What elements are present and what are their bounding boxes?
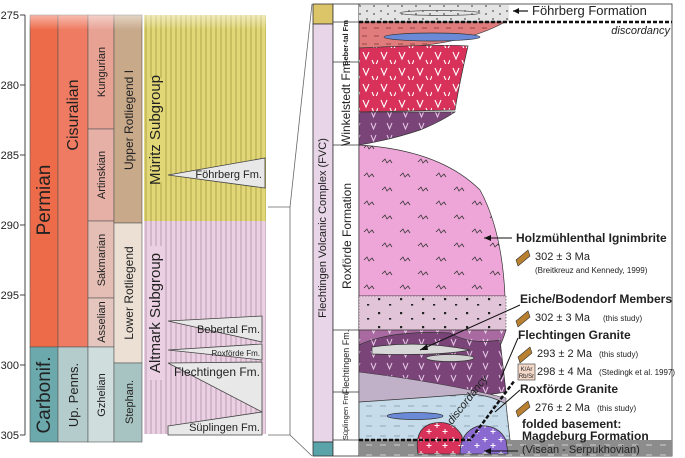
flechtingen-age2: 298 ± 4 Ma	[537, 366, 593, 378]
flechtingen-ref2: (Stedingk et al. 1997)	[599, 368, 675, 377]
subgroup-muritz: Müritz Subgroup	[147, 75, 164, 185]
series-column: Cisuralian Up. Penns.	[57, 14, 89, 443]
basement-line3: (Visean - Serpukhovian)	[522, 444, 640, 456]
subgroup-altmark: Altmark Subgroup	[147, 253, 164, 373]
right-flechtingen-fm: Flechtingen Fm.	[341, 330, 351, 395]
sample-icon	[515, 249, 531, 267]
left-formations	[167, 157, 266, 436]
roxforde-ref: (this study)	[597, 404, 636, 413]
right-bebertal-fm: Beber-tal Fm	[341, 20, 350, 66]
discordancy-top-label: discordancy	[611, 25, 671, 37]
kar-label: K/Ar	[521, 367, 533, 373]
regional-column: Upper Rotliegend I Lower Rotliegend Step…	[113, 14, 143, 443]
fohrberg-formation-label: Föhrberg Formation	[532, 3, 647, 18]
eiche-ref: (this study)	[603, 314, 642, 323]
formation-bebertal: Bebertal Fm.	[197, 324, 260, 336]
age-label: 305	[1, 430, 19, 442]
formation-suplingen: Süplingen Fm.	[189, 422, 260, 434]
stage-sakmarian: Sakmarian	[96, 234, 108, 287]
series-up-penns: Up. Penns.	[66, 363, 81, 427]
formation-fohrberg: Föhrberg Fm.	[195, 169, 262, 181]
roxforde-granite-title: Roxförde Granite	[520, 382, 618, 396]
regional-lower-rotliegend: Lower Rotliegend	[122, 246, 136, 339]
age-label: 275	[1, 10, 19, 22]
age-label: 295	[1, 290, 19, 302]
eiche-bodendorf-title: Eiche/Bodendorf Members	[520, 292, 672, 306]
regional-upper-rotliegend: Upper Rotliegend I	[122, 70, 136, 170]
sample-icon	[515, 310, 531, 328]
formation-flechtingen: Flechtingen Fm.	[174, 365, 260, 379]
age-label: 285	[1, 150, 19, 162]
annotations: Föhrberg Formation discordancy discordan…	[419, 3, 675, 456]
flechtingen-granite-title: Flechtingen Granite	[518, 328, 631, 342]
flechtingen-ref1: (this study)	[599, 350, 638, 359]
right-panel: Flechtingen Volcanic Complex (FVC)	[312, 3, 673, 457]
holzmuhlenthal-ref: (Breitkreuz and Kennedy, 1999)	[535, 266, 648, 275]
series-cisuralian: Cisuralian	[65, 79, 82, 150]
right-roxforde-formation: Roxförde Formation	[340, 183, 354, 289]
basement-line2: Magdeburg Formation	[522, 429, 649, 443]
stage-kungurian: Kungurian	[96, 47, 108, 97]
stage-asselian: Asselian	[96, 301, 108, 343]
basement-line1: folded basement:	[522, 417, 621, 431]
eiche-age: 302 ± 3 Ma	[535, 312, 591, 324]
fvc-label: Flechtingen Volcanic Complex (FVC)	[317, 138, 329, 318]
rbsr-label: Rb/Sr	[519, 374, 534, 380]
kar-rbsr-badge	[517, 363, 536, 381]
holzmuhlenthal-title: Holzmühlenthal Ignimbrite	[516, 231, 667, 245]
system-column: Permian Carbonif.	[29, 14, 59, 443]
stage-artinskian: Artinskian	[96, 151, 108, 199]
stage-gzhelian: Gzhelian	[96, 373, 108, 416]
system-carbonif: Carbonif.	[34, 356, 55, 433]
flechtingen-age1: 293 ± 2 Ma	[537, 348, 593, 360]
regional-stephan: Stephan.	[124, 380, 136, 424]
age-label: 290	[1, 220, 19, 232]
holzmuhlenthal-age: 302 ± 3 Ma	[535, 251, 591, 263]
connector-lines	[268, 3, 313, 457]
roxforde-age: 276 ± 2 Ma	[535, 402, 591, 414]
stage-column: Kungurian Artinskian Sakmarian Asselian …	[87, 14, 115, 443]
formation-roxforde: Roxförde Fm.	[212, 349, 260, 358]
right-suplingen-fm: Süplingen Fm.	[341, 392, 350, 440]
age-label: 300	[1, 360, 19, 372]
sample-icon	[517, 346, 533, 364]
time-axis: 275 280 285 290 295 300 305	[1, 10, 26, 442]
age-label: 280	[1, 80, 19, 92]
right-winkelstedt-fm: Winkelstedt Fm.	[339, 60, 353, 146]
system-permian: Permian	[34, 165, 55, 236]
sample-icon	[515, 400, 531, 418]
